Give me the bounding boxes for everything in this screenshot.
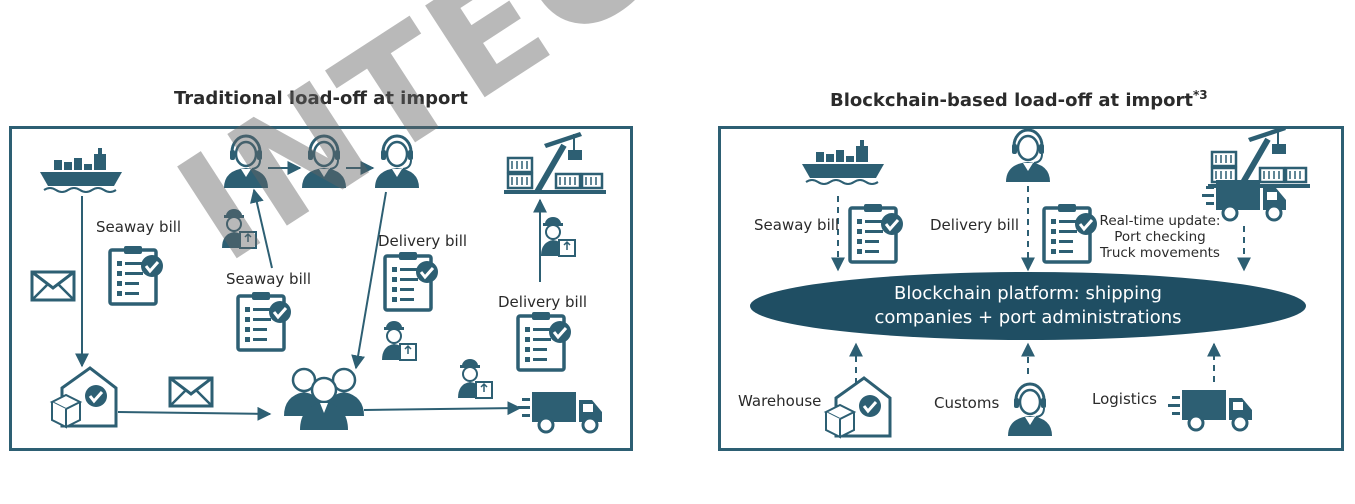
left-panel-title: Traditional load-off at import xyxy=(174,88,468,109)
label-seaway-bill-1: Seaway bill xyxy=(96,218,182,236)
logistics-truck-icon xyxy=(1166,388,1254,432)
operator-icon-1 xyxy=(222,134,270,190)
crane-icon xyxy=(502,130,608,196)
platform-line-2: companies + port administrations xyxy=(874,307,1182,328)
delivery-bill-clipboard-icon-1 xyxy=(383,250,440,312)
label-seaway-bill-2: Seaway bill xyxy=(226,270,312,288)
operator-icon-2 xyxy=(300,134,348,190)
truck-icon xyxy=(516,390,604,434)
label-logistics: Logistics xyxy=(1092,390,1157,408)
right-panel-title-text: Blockchain-based load-off at import xyxy=(830,90,1194,111)
label-delivery-bill-1: Delivery bill xyxy=(378,232,468,250)
realtime-line-2: Port checking xyxy=(1114,229,1206,245)
label-customs: Customs xyxy=(934,394,1000,412)
customs-officer-icon xyxy=(1006,382,1054,438)
worker-icon-2 xyxy=(540,216,576,257)
seaway-bill-clipboard-icon-right xyxy=(848,202,905,264)
envelope-icon-2 xyxy=(168,376,214,408)
platform-line-1: Blockchain platform: shipping xyxy=(894,283,1162,304)
crane-icon-right xyxy=(1206,124,1312,190)
label-delivery-bill-2: Delivery bill xyxy=(498,293,588,311)
operator-icon-right xyxy=(1004,128,1052,184)
blockchain-platform-label: Blockchain platform: shipping companies … xyxy=(748,282,1308,330)
operator-icon-3 xyxy=(373,134,421,190)
warehouse-icon xyxy=(50,366,118,429)
realtime-line-1: Real-time update: xyxy=(1099,213,1221,229)
people-group-icon xyxy=(282,367,366,432)
seaway-bill-clipboard-icon-1 xyxy=(108,244,165,306)
ship-icon xyxy=(39,147,123,193)
label-realtime-update: Real-time update: Port checking Truck mo… xyxy=(1090,213,1230,261)
left-panel-arrows xyxy=(75,161,547,421)
worker-icon-4 xyxy=(457,358,493,399)
right-panel-dashed-arrows xyxy=(831,186,1251,384)
ship-icon-right xyxy=(801,139,885,185)
seaway-bill-clipboard-icon-2 xyxy=(236,290,293,352)
warehouse-icon-right xyxy=(824,376,892,439)
label-seaway-bill-right: Seaway bill xyxy=(754,216,840,234)
label-delivery-bill-right: Delivery bill xyxy=(930,216,1020,234)
delivery-bill-clipboard-icon-2 xyxy=(516,310,573,372)
right-panel-title-superscript: *3 xyxy=(1193,88,1208,102)
envelope-icon-1 xyxy=(30,270,76,302)
worker-icon-3 xyxy=(381,320,417,361)
realtime-line-3: Truck movements xyxy=(1100,245,1220,261)
blockchain-platform-ellipse xyxy=(750,272,1306,340)
right-panel-title: Blockchain-based load-off at import*3 xyxy=(830,88,1208,111)
label-warehouse: Warehouse xyxy=(738,392,822,410)
worker-icon-1 xyxy=(221,208,257,249)
